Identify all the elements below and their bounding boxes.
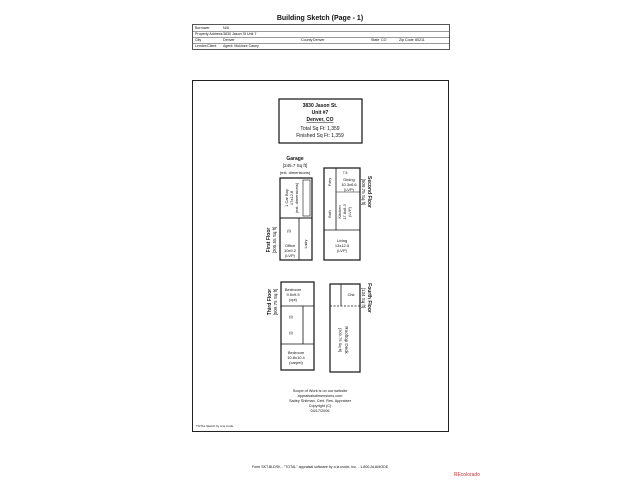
city-row: City Denver County Denver State CO Zip C… xyxy=(193,37,449,44)
first-floor-title: First Floor xyxy=(266,228,272,253)
second-floor-bath: Bath xyxy=(328,210,332,217)
info-total: Total Sq Ft: 1,359 xyxy=(300,126,339,132)
fourth-floor-title: Fourth Floor xyxy=(366,283,372,313)
office-name: Office xyxy=(285,243,296,248)
scope-line1: Scope of Work is on our website xyxy=(293,389,347,393)
address-label: Property Address xyxy=(195,32,223,36)
bedroom2-floor: (carpet) xyxy=(289,360,303,365)
brand-watermark: REcolorado xyxy=(453,472,480,478)
dining-name: Dining xyxy=(343,177,354,182)
garage-door xyxy=(302,179,311,217)
garage-room-dims: 17x12.8 xyxy=(289,190,294,205)
lender-row: Lender/Client Agent: Mckinze Casey xyxy=(193,43,449,49)
borrower-value: N/A xyxy=(223,26,229,30)
sketch-frame xyxy=(192,80,449,432)
state-label: State xyxy=(371,38,380,42)
scope-line3: Sadey Shitman, Cert. Res. Appraiser xyxy=(289,399,352,403)
zip-value: 80211 xyxy=(415,38,425,42)
county-value: Denver xyxy=(313,38,325,42)
deck-area: [300.75 Sq ft] xyxy=(338,328,343,352)
living-floor: (LVP) xyxy=(337,248,348,253)
info-box xyxy=(278,98,363,144)
address-value: 3830 Jason St Unit 7 xyxy=(223,32,257,36)
office-floor: (LVP) xyxy=(285,253,296,258)
bedroom2-name: Bedroom xyxy=(288,350,305,355)
zip-label: Zip Code xyxy=(399,38,414,42)
closet-label: Clst xyxy=(348,292,356,297)
kitchen-floor: (LVP) xyxy=(347,206,352,217)
pantry-label: Pntry xyxy=(328,178,332,186)
first-floor-area: [205.55 Sq ft] xyxy=(272,227,277,254)
third-floor-area: [509.75 Sq ft] xyxy=(273,289,278,316)
sketch-software-note: TOTAL Sketch by a la mode xyxy=(196,424,234,428)
scope-line4: Copyright (C) xyxy=(309,404,332,408)
dining-dims: 10.3x6.6 xyxy=(341,182,357,187)
deck-name: Rooftop Deck xyxy=(344,326,349,354)
garage-first-floor-outline xyxy=(279,177,313,261)
second-floor-outline xyxy=(323,167,361,261)
borrower-row: Borrower N/A xyxy=(193,25,449,32)
garage-area: [245.7 Sq ft] xyxy=(283,163,307,168)
third-floor-bath2: (t) xyxy=(289,330,293,335)
third-floor-title: Third Floor xyxy=(267,289,273,315)
garage-note: (ext. dimensions) xyxy=(280,170,311,175)
office-dims: 10x9.2 xyxy=(284,248,297,253)
fourth-floor-area: [134 Sq ft] xyxy=(361,288,366,309)
garage-title: Garage xyxy=(286,156,303,162)
page-footer: Form SKT.BLDSK - "TOTAL" appraisal softw… xyxy=(251,465,389,469)
first-floor-stairs: (t) xyxy=(287,228,291,233)
lender-value: Agent: Mckinze Casey xyxy=(223,44,259,48)
bedroom1-floor: (cpt) xyxy=(289,297,298,302)
address-row: Property Address 3830 Jason St Unit 7 xyxy=(193,31,449,38)
second-floor-area: [509.75 Sq ft] xyxy=(361,179,366,206)
info-line2: Unit #7 xyxy=(312,110,329,116)
fourth-floor-outline xyxy=(329,283,361,373)
bedroom1-name: Bedroom xyxy=(285,287,302,292)
scope-line5: 04/17/2006 xyxy=(310,409,329,413)
garage-room-name: 1 Car Bay xyxy=(284,189,289,207)
kitchen-name: Kitchen xyxy=(337,205,342,218)
kitchen-dims: 17.8x8.3 xyxy=(342,204,347,220)
info-line1: 3830 Jason St. xyxy=(303,103,338,109)
scope-line2: appraisalsdimensions.com xyxy=(298,394,343,398)
lender-label: Lender/Client xyxy=(195,44,217,48)
third-floor-bath: (t) xyxy=(289,314,293,319)
first-floor-small-label: Lndry xyxy=(304,239,308,248)
page-title: Building Sketch (Page - 1) xyxy=(276,15,364,22)
info-line3: Denver, CO xyxy=(307,117,334,123)
borrower-label: Borrower xyxy=(195,26,210,30)
state-value: CO xyxy=(381,38,387,42)
living-name: Living xyxy=(337,238,347,243)
bedroom1-dims: 9.5x9.5 xyxy=(286,292,300,297)
header-table: Borrower N/A Property Address 3830 Jason… xyxy=(192,24,450,50)
second-floor-dim-small: 7.5 xyxy=(343,171,348,175)
city-label: City xyxy=(195,38,202,42)
city-value: Denver xyxy=(223,38,235,42)
dining-floor: (LVP) xyxy=(344,187,355,192)
third-floor-outline xyxy=(280,281,315,371)
second-floor-title: Second Floor xyxy=(366,176,372,208)
living-dims: 13x12.5 xyxy=(335,243,350,248)
bedroom2-dims: 10.8x10.4 xyxy=(287,355,305,360)
info-finished: Finished Sq Ft: 1,359 xyxy=(296,133,344,139)
county-label: County xyxy=(301,38,313,42)
garage-room-note: (ext. dimensions) xyxy=(294,182,299,213)
